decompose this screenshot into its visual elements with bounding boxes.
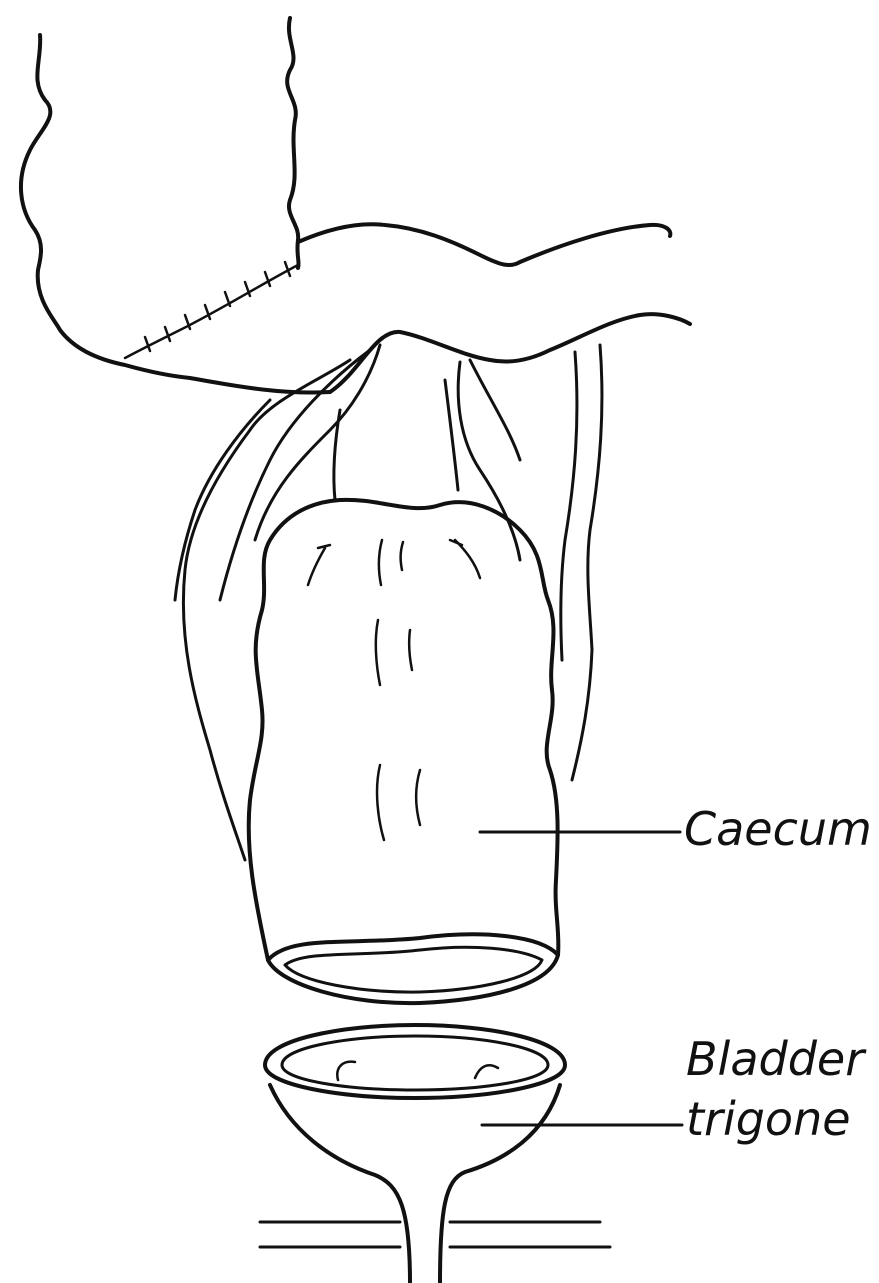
transverse-colon (298, 224, 690, 392)
mesenteric-pedicle (175, 345, 602, 860)
ascending-colon (21, 18, 330, 393)
trigone-label: trigone (686, 1092, 851, 1146)
bladder-label: Bladder (686, 1032, 867, 1086)
caecum (249, 500, 559, 1003)
pelvic-floor-lines (260, 1222, 610, 1247)
bladder-trigone (265, 1025, 565, 1283)
caecum-label: Caecum (684, 802, 872, 856)
